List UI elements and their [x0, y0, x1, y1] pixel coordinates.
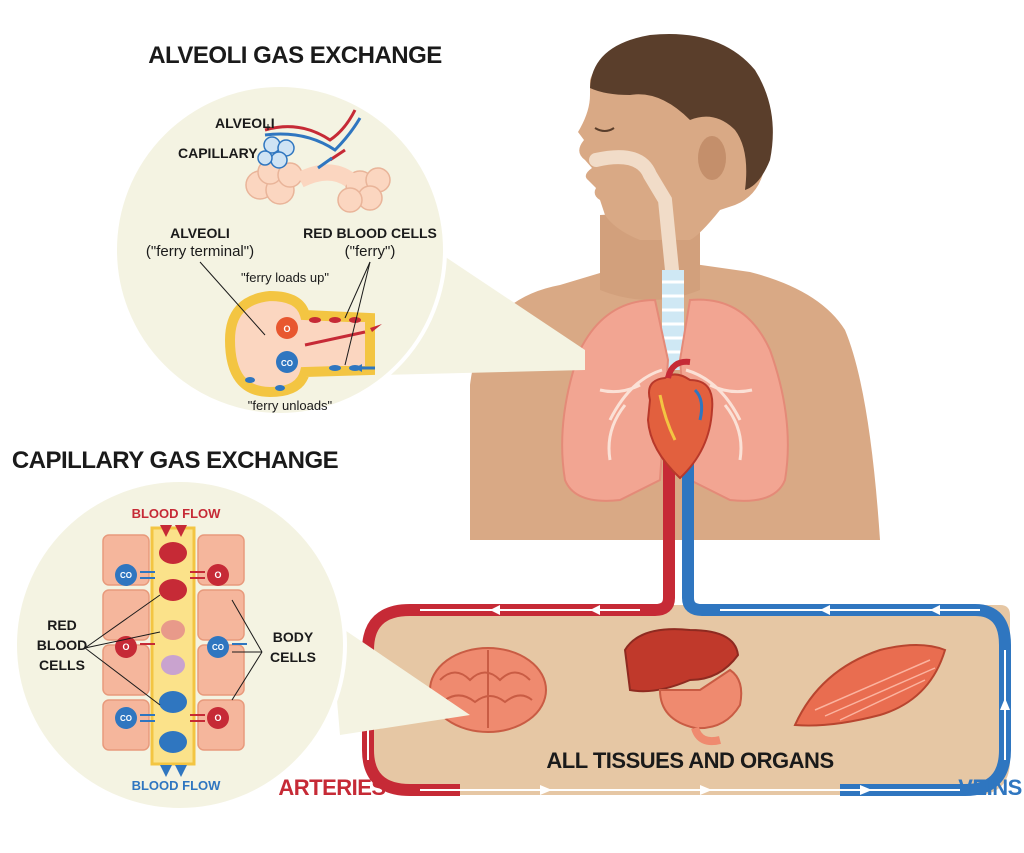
cap-body-line1: BODY: [273, 629, 314, 645]
cap-o2-3: O: [214, 713, 221, 723]
terminal-label: ALVEOLI: [170, 225, 230, 241]
terminal-quote: ("ferry terminal"): [146, 243, 254, 260]
heart-icon: [646, 358, 714, 480]
cap-rbc-line1: RED: [47, 617, 77, 633]
cap-co2-3: CO: [212, 643, 224, 652]
liver-stomach-icon: [623, 628, 743, 746]
cap-rbc-line3: CELLS: [39, 657, 85, 673]
rbc-label: RED BLOOD CELLS: [303, 225, 437, 241]
cap-co2-2: CO: [120, 714, 132, 723]
alveoli-title: ALVEOLI GAS EXCHANGE: [148, 42, 442, 69]
alveoli-small-label: ALVEOLI: [215, 115, 275, 131]
arteries-label: ARTERIES: [278, 775, 385, 800]
alveolus-detail: O CO: [199, 261, 382, 398]
cap-body-line2: CELLS: [270, 649, 316, 665]
cap-o2-1: O: [122, 642, 129, 652]
muscle-icon: [793, 644, 947, 727]
capillary-title: CAPILLARY GAS EXCHANGE: [12, 447, 339, 474]
alv-co2-label: CO: [281, 359, 293, 368]
blood-flow-bottom: BLOOD FLOW: [132, 778, 222, 793]
capillary-red-cells: [159, 542, 187, 753]
tissues-label: ALL TISSUES AND ORGANS: [546, 748, 833, 773]
capillary-small-label: CAPILLARY: [178, 145, 258, 161]
cap-rbc-line2: BLOOD: [37, 637, 88, 653]
unloads-label: "ferry unloads": [248, 398, 333, 413]
rbc-quote: ("ferry"): [345, 243, 396, 260]
capillary-zoom-panel: CO O CO O CO O BLOOD FLOW BLOOD FLOW RED: [13, 478, 470, 812]
brain-icon: [429, 647, 547, 733]
cap-co2-1: CO: [120, 571, 132, 580]
lungs-icon: [561, 298, 789, 502]
alv-o2-label: O: [283, 324, 290, 334]
blood-flow-top: BLOOD FLOW: [132, 506, 222, 521]
cap-o2-2: O: [214, 570, 221, 580]
body-vessels: [663, 450, 694, 590]
alveoli-zoom-panel: ALVEOLI CAPILLARY ALVEOLI ("ferry termin…: [113, 83, 585, 417]
veins-label: VEINS: [958, 775, 1022, 800]
loads-up-label: "ferry loads up": [241, 270, 329, 285]
alveoli-cluster-icon: [245, 109, 391, 213]
